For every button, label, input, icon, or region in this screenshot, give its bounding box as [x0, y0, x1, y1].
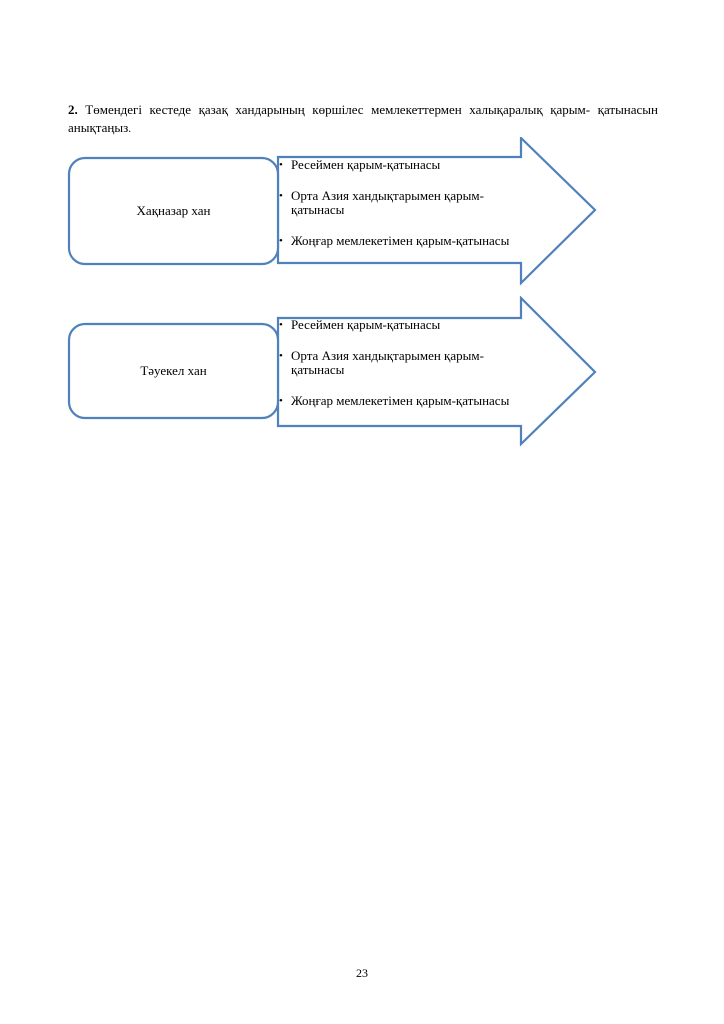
- task-text: 2. Төмендегі кестеде қазақ хандарының кө…: [68, 101, 658, 138]
- relations-list: Ресеймен қарым-қатынасы Орта Азия хандық…: [279, 318, 529, 409]
- khan-name: Тәуекел хан: [140, 363, 207, 378]
- khan-name: Хақназар хан: [136, 203, 211, 218]
- khan-box: [67, 156, 280, 266]
- khan-block-1: Хақназар хан Ресеймен қарым-қатынасы Орт…: [0, 137, 724, 287]
- relation-item: Жоңғар мемлекетімен қарым-қатынасы: [279, 394, 529, 409]
- task-number: 2.: [68, 102, 78, 117]
- relation-item: Ресеймен қарым-қатынасы: [279, 318, 529, 333]
- khan-block-2: Тәуекел хан Ресеймен қарым-қатынасы Орта…: [0, 296, 724, 448]
- khan-box: [67, 322, 280, 420]
- relation-item: Жоңғар мемлекетімен қарым-қатынасы: [279, 234, 529, 249]
- task-text-line2: қатынасын анықтаңыз: [68, 102, 658, 135]
- relation-item: Ресеймен қарым-қатынасы: [279, 158, 529, 173]
- relation-item: Орта Азия хандықтарымен қарым-қатынасы: [279, 189, 511, 217]
- relation-item: Орта Азия хандықтарымен қарым-қатынасы: [279, 349, 511, 377]
- task-text-line1: Төмендегі кестеде қазақ хандарының көрші…: [85, 102, 591, 117]
- page-number: 23: [356, 966, 368, 980]
- relations-list: Ресеймен қарым-қатынасы Орта Азия хандық…: [279, 158, 529, 249]
- task-text-end: .: [128, 123, 132, 135]
